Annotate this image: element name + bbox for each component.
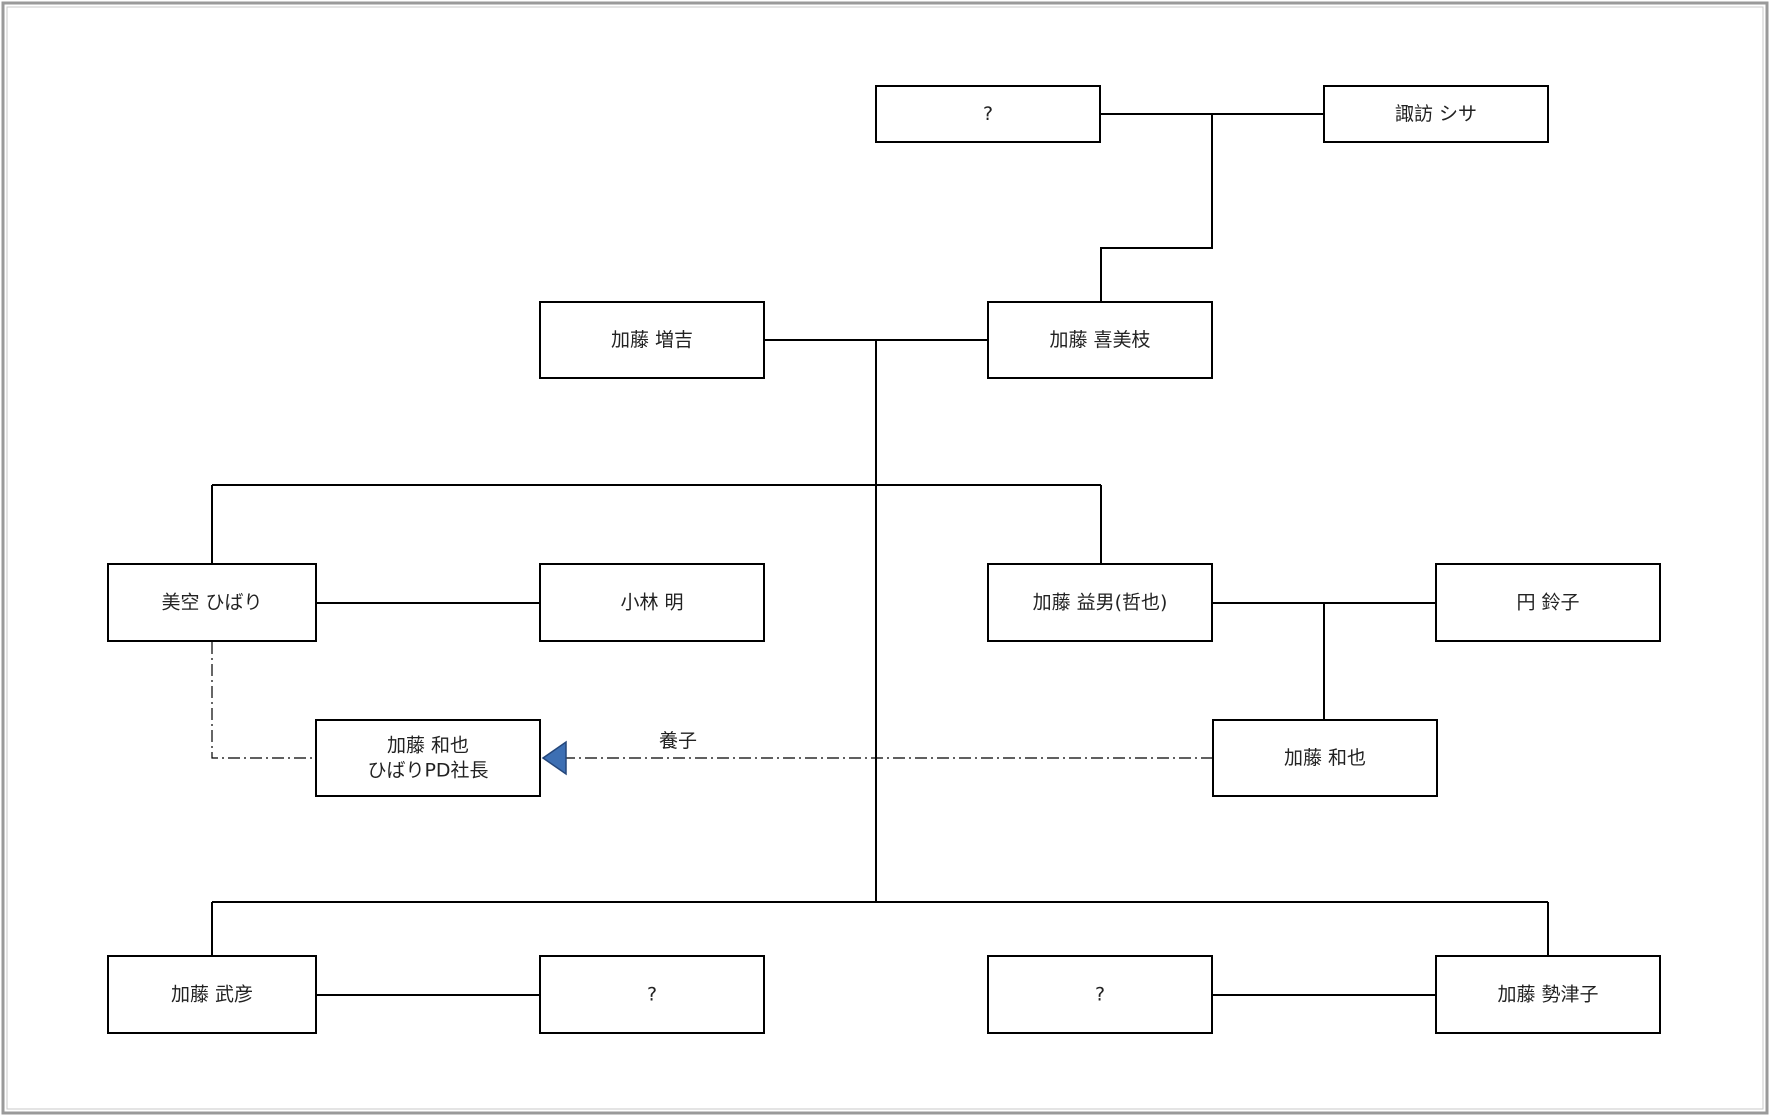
connector-lines bbox=[211, 113, 1549, 996]
person-name-label: 加藤 和也 bbox=[387, 735, 469, 757]
person-name-label: 美空 ひばり bbox=[161, 592, 262, 614]
person-box: 美空 ひばり bbox=[107, 563, 317, 642]
person-name-label: 加藤 武彦 bbox=[171, 984, 253, 1006]
person-box: 諏訪 シサ bbox=[1323, 85, 1549, 143]
person-box: 加藤 和也 bbox=[1212, 719, 1438, 797]
person-name-label: ? bbox=[647, 984, 657, 1006]
adoption-arrowhead bbox=[541, 740, 567, 776]
person-box: ? bbox=[539, 955, 765, 1034]
adoption-label: 養子 bbox=[659, 730, 697, 752]
descent-line-kimie bbox=[1100, 114, 1213, 302]
person-box: 加藤 喜美枝 bbox=[987, 301, 1213, 379]
person-box: 円 鈴子 bbox=[1435, 563, 1661, 642]
person-name-label: 加藤 和也 bbox=[1284, 747, 1366, 769]
person-name-label: 加藤 喜美枝 bbox=[1049, 329, 1150, 351]
person-box: 加藤 勢津子 bbox=[1435, 955, 1661, 1034]
person-name-label: ? bbox=[1095, 984, 1105, 1006]
person-name-label: ひばりPD社長 bbox=[367, 760, 488, 782]
person-box: ? bbox=[987, 955, 1213, 1034]
person-name-label: 加藤 益男(哲也) bbox=[1033, 592, 1168, 614]
person-name-label: 諏訪 シサ bbox=[1395, 103, 1477, 125]
adoption-link-hibari bbox=[211, 642, 316, 759]
person-name-label: 小林 明 bbox=[620, 592, 683, 614]
person-name-label: ? bbox=[983, 103, 993, 125]
person-box: 加藤 武彦 bbox=[107, 955, 317, 1034]
person-name-label: 加藤 増吉 bbox=[611, 329, 693, 351]
person-name-label: 加藤 勢津子 bbox=[1497, 984, 1598, 1006]
person-box: 加藤 益男(哲也) bbox=[987, 563, 1213, 642]
person-box: ? bbox=[875, 85, 1101, 143]
person-box: 加藤 増吉 bbox=[539, 301, 765, 379]
person-box: 小林 明 bbox=[539, 563, 765, 642]
person-name-label: 円 鈴子 bbox=[1516, 592, 1579, 614]
page-frame-inner bbox=[6, 6, 1764, 1110]
